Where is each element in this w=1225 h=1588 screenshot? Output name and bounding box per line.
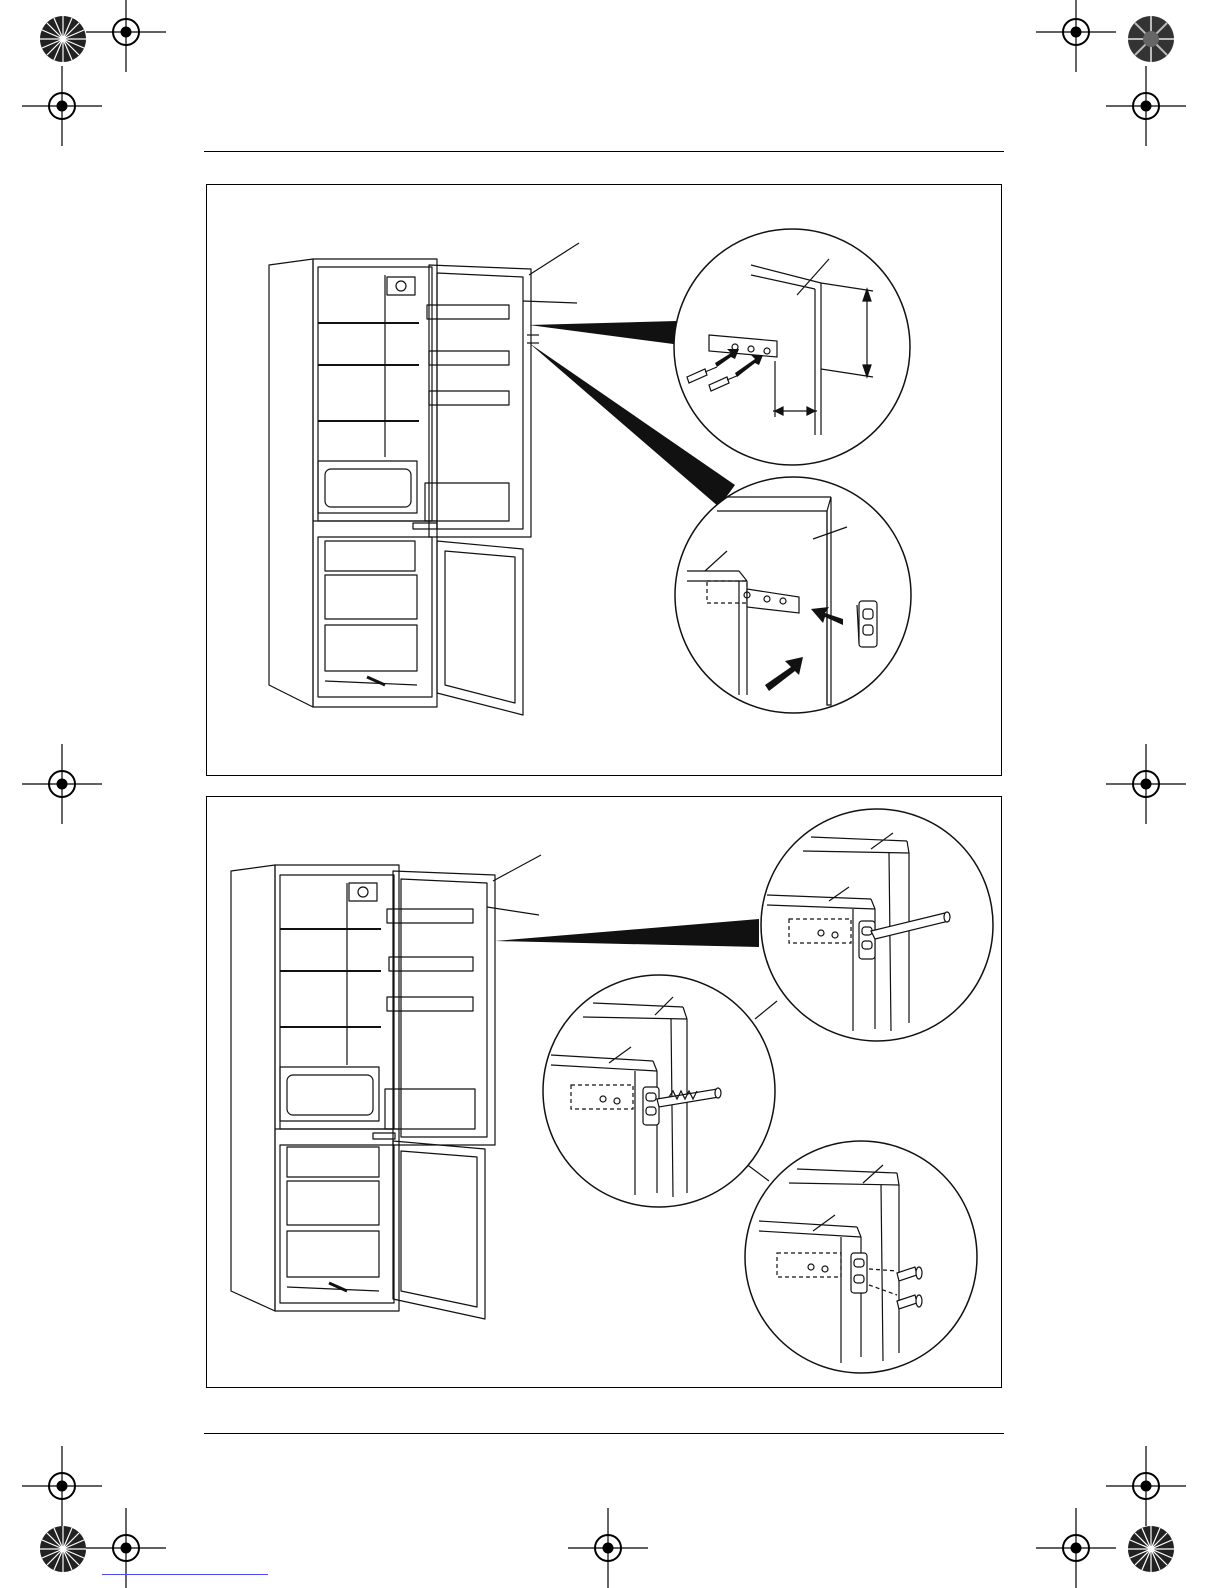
color-bar-icon — [1126, 14, 1176, 64]
detail-circle-d — [543, 975, 775, 1207]
footer-link-underline — [102, 1574, 268, 1575]
registration-mark-icon — [1036, 1508, 1116, 1588]
registration-mark-icon — [568, 1508, 648, 1588]
detail-circle-c — [761, 809, 993, 1041]
upper-door — [385, 871, 495, 1145]
upper-door — [425, 265, 539, 537]
registration-mark-icon — [86, 0, 166, 72]
figure-2-frame — [206, 796, 1002, 1388]
lower-door — [413, 523, 523, 715]
registration-mark-icon — [86, 1508, 166, 1588]
color-bar-icon — [38, 14, 88, 64]
fridge-cabinet — [231, 865, 399, 1311]
registration-mark-icon — [22, 744, 102, 824]
registration-mark-icon — [22, 66, 102, 146]
footer-rule — [204, 1433, 1004, 1434]
hinge-bracket-icon — [857, 601, 877, 647]
pointer-wedge-c — [495, 919, 759, 947]
figure-1-illustration — [207, 185, 1000, 774]
figure-2-illustration — [207, 797, 1000, 1386]
detail-circle-a — [674, 229, 910, 465]
figure-1-frame — [206, 184, 1002, 776]
registration-mark-icon — [1106, 1446, 1186, 1526]
detail-circle-e — [745, 1141, 977, 1373]
fridge-cabinet — [269, 259, 437, 707]
detail-circle-b — [675, 477, 911, 713]
registration-mark-icon — [1036, 0, 1116, 72]
pointer-wedge-a — [529, 321, 681, 345]
registration-mark-icon — [1106, 744, 1186, 824]
color-bar-icon — [38, 1524, 88, 1574]
header-rule — [204, 151, 1004, 152]
lower-door — [373, 1133, 485, 1319]
color-bar-icon — [1126, 1524, 1176, 1574]
registration-mark-icon — [1106, 66, 1186, 146]
